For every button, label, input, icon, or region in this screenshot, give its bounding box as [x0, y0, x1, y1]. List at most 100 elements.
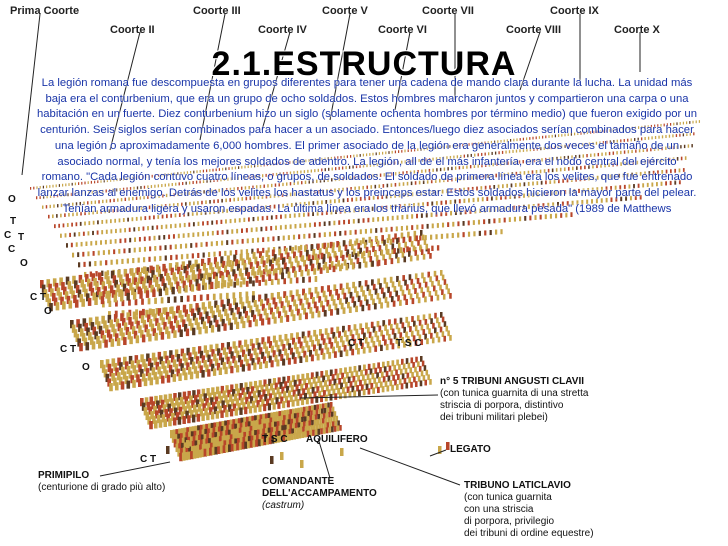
soldier-figure — [463, 187, 465, 192]
soldier-figure — [416, 254, 419, 261]
soldier-figure — [426, 147, 429, 151]
soldier-figure — [581, 143, 584, 147]
soldier-figure — [322, 390, 326, 397]
soldier-figure — [386, 248, 390, 255]
soldier-figure — [417, 148, 419, 152]
soldier-figure — [100, 330, 105, 339]
soldier-figure — [504, 195, 507, 200]
soldier-figure — [386, 329, 389, 336]
soldier-figure — [194, 440, 199, 449]
soldier-figure — [52, 214, 54, 219]
soldier-figure — [179, 243, 183, 249]
soldier-figure — [638, 149, 641, 153]
soldier-figure — [536, 181, 539, 186]
soldier-figure — [339, 425, 342, 431]
soldier-figure — [406, 246, 409, 253]
soldier-figure — [320, 370, 324, 378]
soldier-figure — [293, 433, 296, 440]
soldier-figure — [147, 416, 151, 425]
soldier-figure — [553, 179, 556, 184]
soldier-figure — [496, 162, 498, 166]
soldier-figure — [458, 144, 461, 147]
soldier-figure — [278, 296, 282, 304]
soldier-figure — [261, 351, 265, 359]
soldier-figure — [286, 161, 288, 165]
soldier-figure — [94, 297, 98, 306]
soldier-figure — [245, 396, 249, 405]
soldier-figure — [264, 394, 268, 402]
soldier-figure — [110, 270, 115, 279]
soldier-figure — [647, 136, 650, 140]
soldier-figure — [81, 181, 83, 185]
soldier-figure — [380, 330, 384, 337]
tribuni-line: dei tribuni militari plebei) — [440, 412, 548, 423]
soldier-figure — [397, 280, 401, 287]
soldier-figure — [274, 431, 278, 439]
soldier-figure — [247, 217, 250, 222]
soldier-figure — [218, 405, 222, 414]
soldier-figure — [175, 397, 179, 406]
soldier-figure — [658, 135, 660, 139]
soldier-figure — [287, 419, 291, 426]
soldier-figure — [365, 299, 369, 306]
soldier-figure — [568, 189, 571, 194]
soldier-figure — [344, 244, 348, 252]
soldier-figure — [179, 438, 183, 447]
soldier-figure — [532, 136, 534, 140]
soldier-figure — [203, 433, 207, 442]
soldier-figure — [115, 318, 120, 327]
soldier-figure — [190, 409, 194, 418]
soldier-figure — [214, 189, 217, 193]
soldier-figure — [92, 210, 94, 215]
soldier-figure — [373, 377, 377, 384]
soldier-figure — [629, 195, 632, 201]
soldier-figure — [247, 272, 251, 280]
soldier-figure — [330, 309, 333, 316]
soldier-figure — [329, 421, 332, 428]
soldier-figure — [81, 298, 85, 307]
soldier-figure — [580, 131, 582, 135]
soldier-figure — [339, 392, 342, 400]
soldier-figure — [186, 362, 190, 371]
annotation-primipilo: PRIMIPILO (centurione di grado più alto) — [38, 470, 165, 493]
soldier-figure — [274, 436, 278, 444]
soldier-figure — [443, 321, 447, 327]
soldier-figure — [316, 353, 320, 361]
soldier-figure — [145, 309, 149, 318]
soldier-figure — [369, 368, 373, 375]
soldier-figure — [182, 280, 186, 288]
soldier-figure — [477, 153, 479, 157]
soldier-figure — [243, 259, 246, 266]
soldier-figure — [349, 381, 353, 388]
soldier-figure — [394, 233, 397, 240]
soldier-figure — [225, 198, 227, 203]
rank-letter: O — [20, 258, 28, 269]
soldier-figure — [141, 373, 146, 382]
soldier-figure — [312, 201, 315, 206]
soldier-figure — [493, 185, 496, 189]
soldier-figure — [411, 225, 414, 230]
soldier-figure — [203, 359, 207, 368]
soldier-figure — [328, 231, 332, 237]
soldier-figure — [357, 175, 359, 179]
soldier-figure — [278, 311, 282, 319]
soldier-figure — [195, 284, 199, 291]
soldier-figure — [147, 226, 149, 231]
soldier-figure — [125, 279, 129, 285]
soldier-figure — [221, 318, 225, 327]
soldier-figure — [148, 205, 151, 210]
soldier-figure — [272, 417, 276, 424]
soldier-figure — [381, 195, 384, 199]
soldier-figure — [46, 279, 51, 288]
soldier-figure — [274, 273, 278, 281]
soldier-figure — [364, 280, 368, 287]
soldier-figure — [90, 180, 93, 184]
soldier-figure — [635, 172, 638, 177]
soldier-figure — [236, 263, 240, 271]
soldier-figure — [503, 217, 506, 223]
soldier-figure — [135, 309, 139, 316]
soldier-figure — [241, 258, 245, 266]
soldier-figure — [498, 151, 500, 155]
soldier-figure — [269, 268, 272, 275]
soldier-figure — [315, 306, 319, 313]
